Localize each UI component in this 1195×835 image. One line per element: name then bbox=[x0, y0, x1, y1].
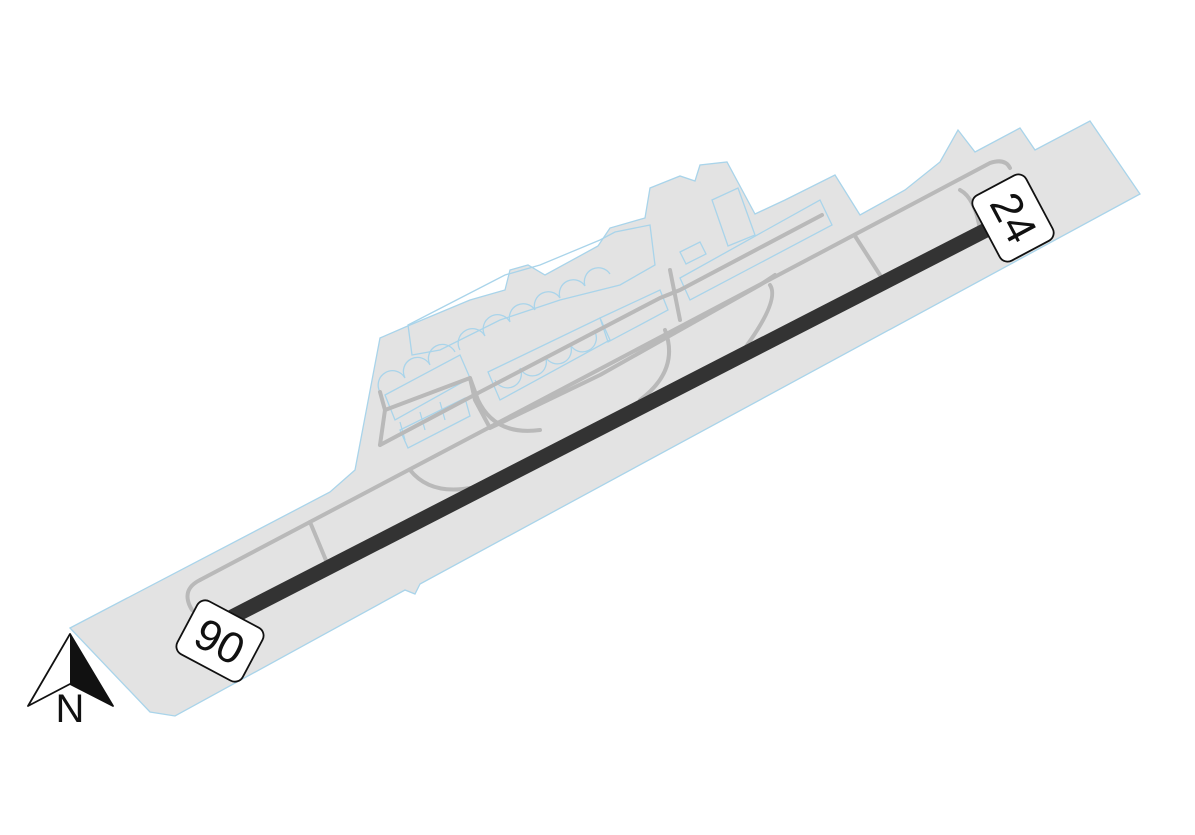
connector-f bbox=[853, 234, 882, 277]
north-arrow-label: N bbox=[56, 687, 85, 731]
connector-h bbox=[468, 376, 542, 433]
taxiways bbox=[185, 159, 1012, 612]
south-gates bbox=[399, 397, 471, 449]
connector-d bbox=[638, 328, 672, 402]
parallel-taxiway bbox=[198, 159, 1012, 582]
runway-end-06-marker: 06 bbox=[175, 599, 265, 683]
apron-stands bbox=[494, 331, 598, 389]
north-arrow: N bbox=[27, 633, 114, 731]
runway-end-24-marker: 24 bbox=[971, 173, 1055, 263]
gate-stands bbox=[377, 267, 611, 393]
terminal-main-building bbox=[407, 224, 656, 356]
west-taxiway-link bbox=[185, 578, 202, 612]
cargo-apron bbox=[679, 199, 833, 301]
pier-building bbox=[711, 187, 756, 247]
small-building bbox=[679, 241, 707, 265]
connector-c bbox=[378, 390, 387, 447]
runway-end-06-box bbox=[175, 599, 265, 683]
central-apron-east bbox=[599, 289, 669, 343]
terminal-taxiway bbox=[378, 213, 824, 447]
north-arrow-shade bbox=[70, 634, 113, 706]
connector-b bbox=[408, 468, 472, 492]
runway-end-24-box bbox=[971, 173, 1055, 263]
central-apron bbox=[487, 317, 611, 401]
connector-e bbox=[743, 283, 775, 350]
runway-06-24 bbox=[226, 221, 994, 625]
connector-i bbox=[668, 268, 682, 322]
